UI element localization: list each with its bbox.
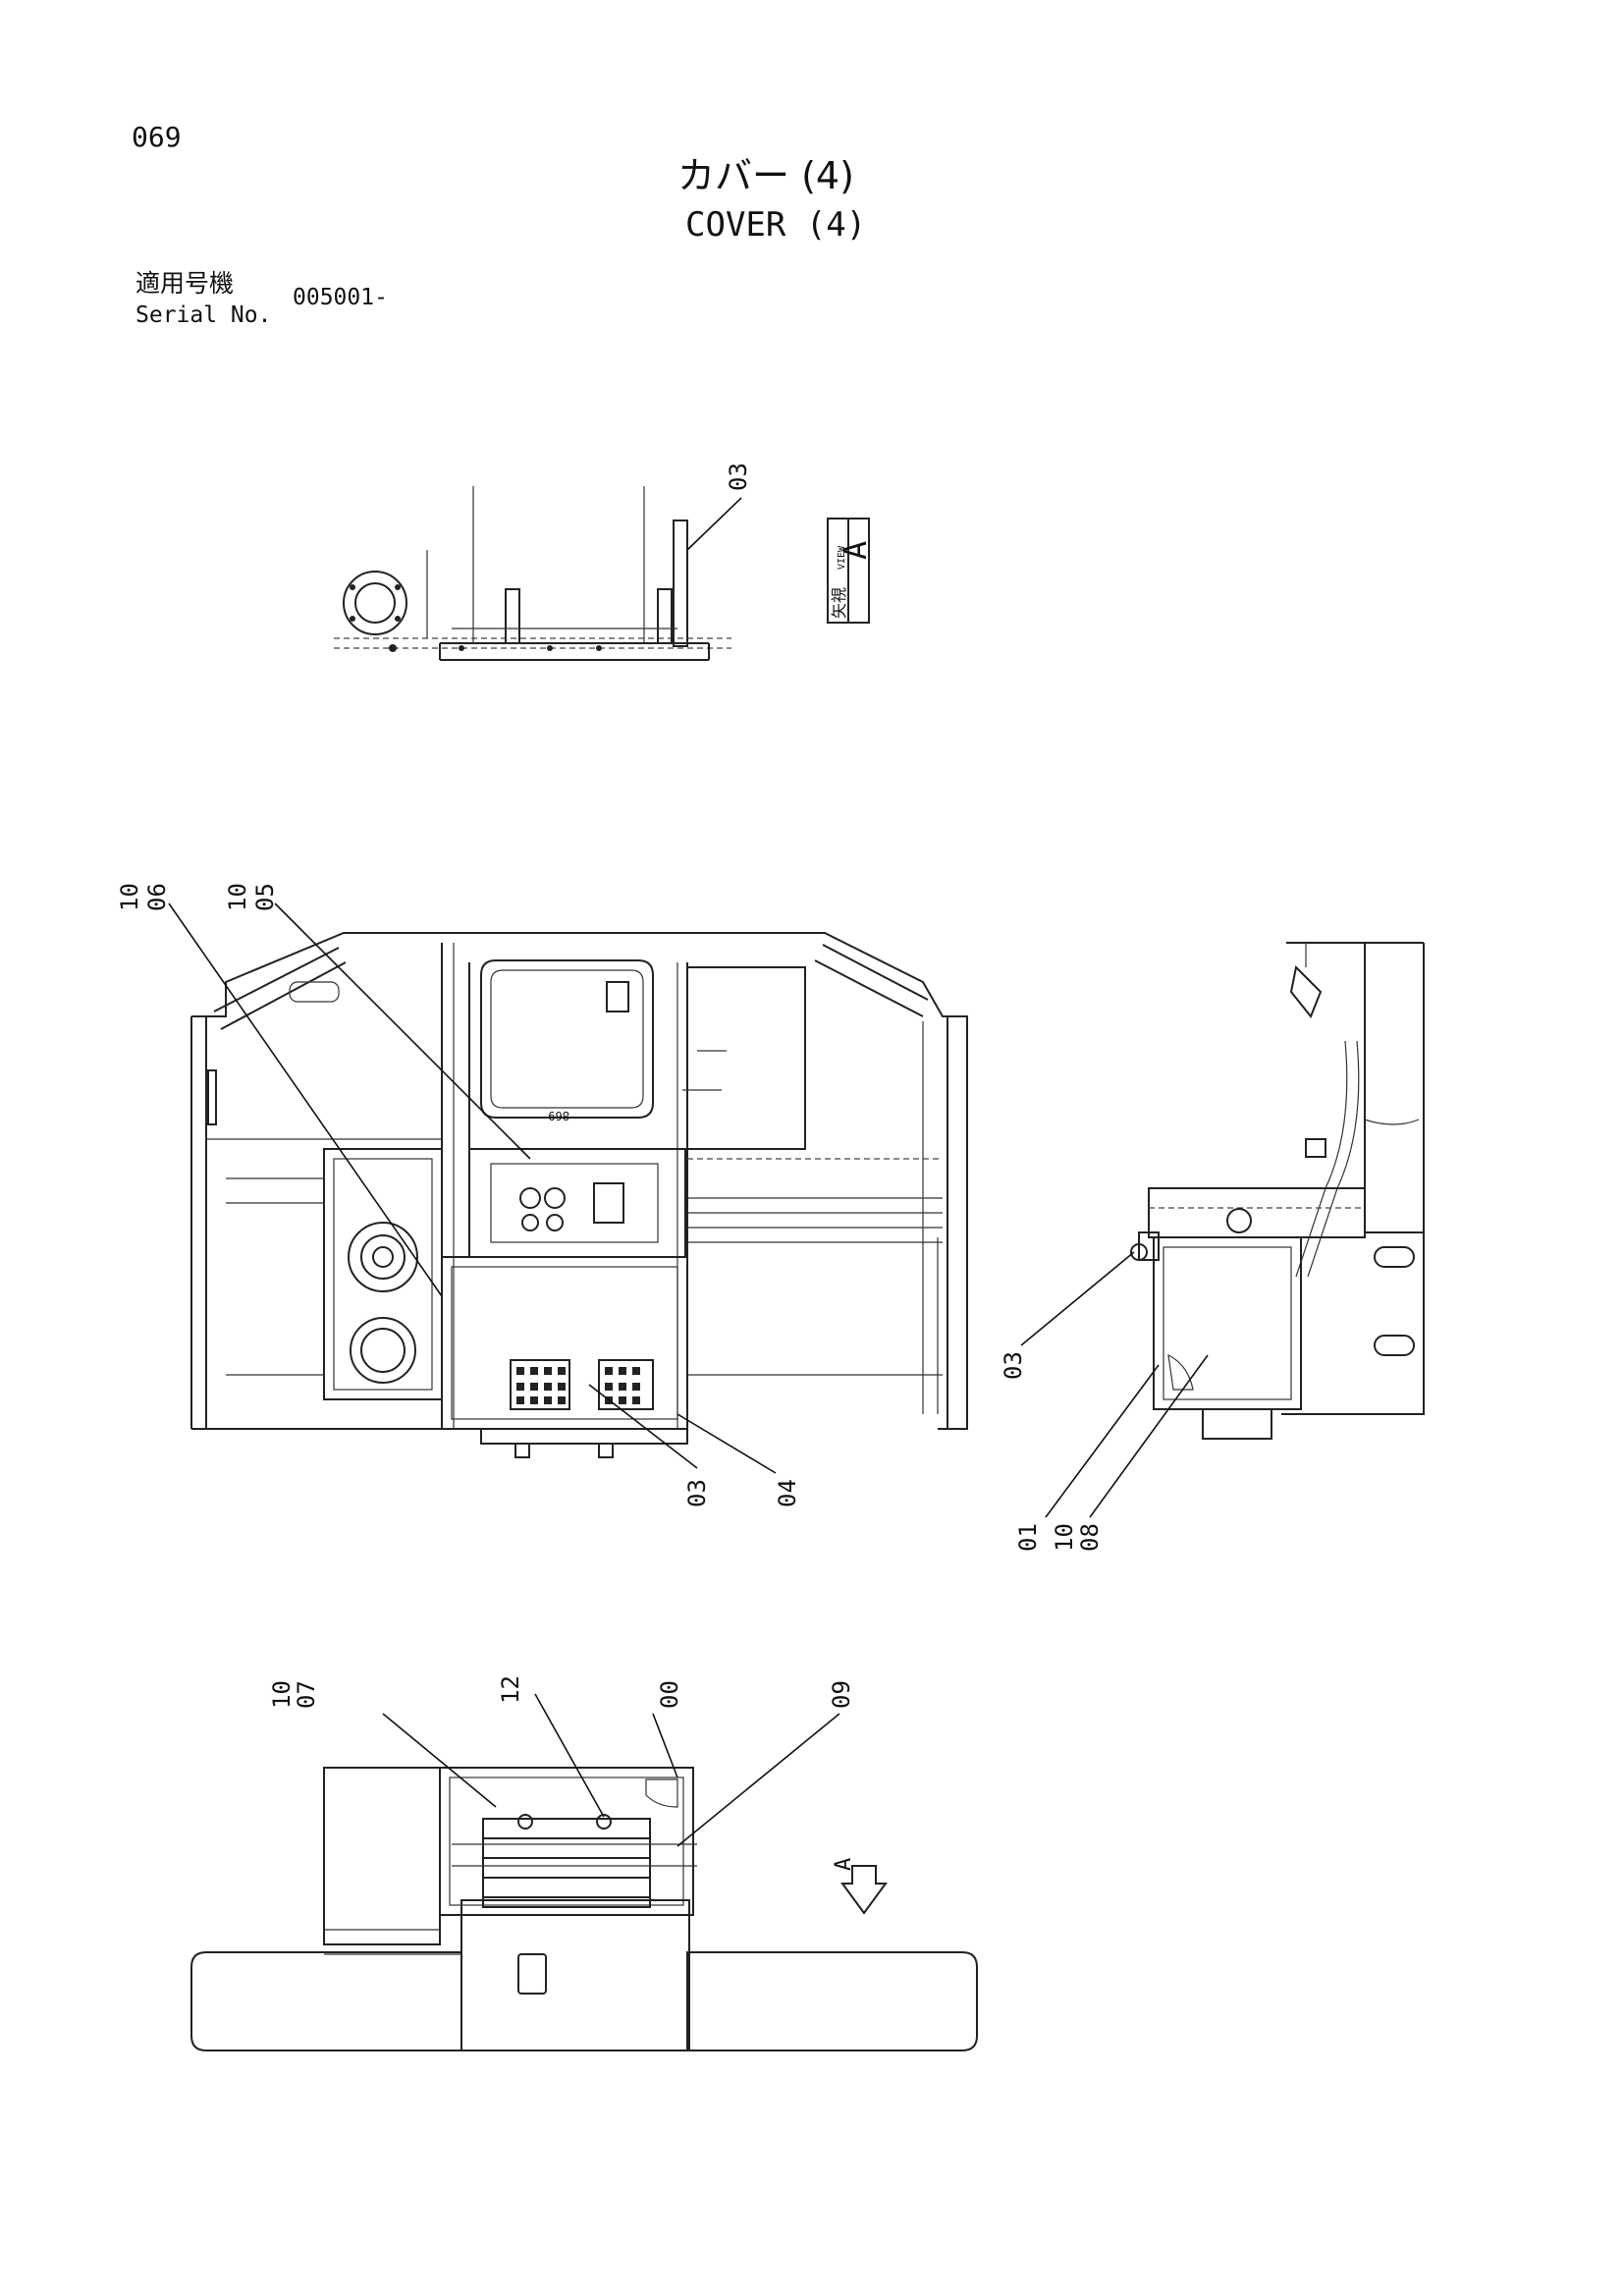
callout-bottom-10-07-b: 07 (293, 1680, 320, 1709)
callout-bottom-09: 09 (828, 1680, 855, 1709)
plate-number: 869 (548, 1109, 569, 1122)
top-view-drawing: 03 (334, 463, 752, 661)
view-label-japanese: 矢視 (830, 587, 848, 619)
page-title-japanese: カバー (4) (677, 154, 854, 197)
callout-main-04: 04 (774, 1479, 801, 1507)
serial-label-english: Serial No. (135, 302, 272, 328)
view-label-letter: A (837, 541, 874, 560)
view-arrow-letter: A (832, 1858, 856, 1871)
callout-top-03: 03 (725, 463, 752, 491)
callout-bottom-10-07-a: 10 (268, 1680, 296, 1709)
callout-side-01: 01 (1014, 1523, 1042, 1552)
bottom-view-drawing (190, 1693, 978, 2051)
callout-main-03: 03 (683, 1479, 711, 1507)
callout-side-03: 03 (1000, 1351, 1027, 1380)
callout-side-10-08-b: 08 (1076, 1523, 1104, 1552)
callout-main-10-05-a: 10 (224, 883, 251, 911)
callout-side-10-08-a: 10 (1051, 1523, 1078, 1552)
view-a-label: 矢視 VIEW A (827, 518, 874, 624)
callout-bottom-00: 00 (656, 1680, 683, 1709)
serial-number-value: 005001- (293, 285, 388, 310)
main-view-drawing: 869 (168, 902, 968, 1474)
callout-main-10-05-b: 05 (251, 883, 279, 911)
callout-main-10-06-b: 06 (143, 883, 171, 911)
view-label-english: VIEW (837, 545, 847, 570)
callout-main-10-06-a: 10 (116, 883, 143, 911)
page-title-english: COVER (4) (685, 205, 867, 245)
view-direction-arrow: A (832, 1858, 888, 1915)
side-view-drawing (1020, 942, 1425, 1518)
callout-bottom-12: 12 (497, 1675, 524, 1704)
terminal-blocks (510, 1359, 654, 1410)
serial-label-japanese: 適用号機 (135, 269, 235, 298)
page-number: 069 (132, 121, 182, 153)
